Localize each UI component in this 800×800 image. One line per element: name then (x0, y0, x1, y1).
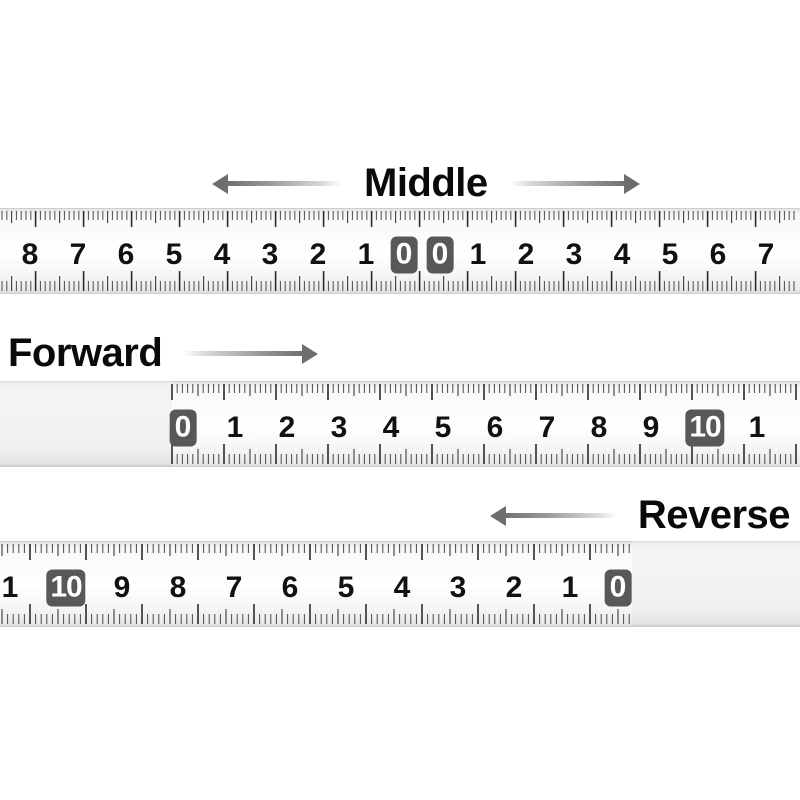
left-arrow-icon (490, 502, 616, 528)
tape-blank-reverse (632, 541, 800, 627)
ruler-number: 3 (330, 411, 348, 444)
ruler-number: 1 (226, 411, 244, 444)
ruler-number: 6 (117, 238, 135, 271)
reverse-label-row: Reverse (490, 492, 791, 538)
ruler-number: 2 (505, 571, 523, 604)
ruler-number: 6 (709, 238, 727, 271)
ruler-number: 9 (642, 411, 660, 444)
tape-blank-forward (0, 381, 172, 467)
ruler-number: 7 (757, 238, 775, 271)
ruler-number: 4 (213, 238, 231, 271)
ruler-number: 5 (661, 238, 679, 271)
middle-label: Middle (364, 161, 488, 205)
ruler-number: 1 (748, 411, 766, 444)
ruler-number: 1 (469, 238, 487, 271)
ruler-number: 2 (278, 411, 296, 444)
ruler-number: 1 (357, 238, 375, 271)
ruler-number: 9 (113, 571, 131, 604)
ruler-number: 3 (565, 238, 583, 271)
ruler-number: 8 (590, 411, 608, 444)
ruler-number-boxed: 10 (685, 409, 725, 447)
forward-label-row: Forward (8, 330, 318, 376)
ruler-number: 6 (281, 571, 299, 604)
ruler-number: 7 (225, 571, 243, 604)
ruler-number: 6 (486, 411, 504, 444)
forward-label: Forward (8, 331, 163, 375)
ruler-number: 3 (261, 238, 279, 271)
middle-label-row: Middle (212, 160, 642, 206)
left-arrow-icon (212, 170, 342, 196)
ruler-number-boxed: 0 (604, 569, 632, 607)
ruler-number: 1 (561, 571, 579, 604)
ruler-number: 4 (613, 238, 631, 271)
tick-marks-reverse (0, 541, 800, 627)
ruler-number-boxed: 10 (46, 569, 86, 607)
ruler-number: 3 (449, 571, 467, 604)
right-arrow-icon (509, 170, 640, 196)
tick-marks-forward (0, 381, 800, 467)
tick-marks-middle (0, 208, 800, 294)
reverse-label: Reverse (637, 493, 791, 537)
right-arrow-icon (184, 340, 318, 366)
ruler-number: 4 (393, 571, 411, 604)
ruler-number: 7 (69, 238, 87, 271)
ruler-number-boxed: 0 (169, 409, 197, 447)
ruler-number-boxed: 0 (426, 236, 454, 274)
ruler-number: 8 (21, 238, 39, 271)
ruler-number: 4 (382, 411, 400, 444)
ruler-number: 2 (309, 238, 327, 271)
ruler-number-boxed: 0 (390, 236, 418, 274)
ruler-number: 1 (1, 571, 19, 604)
ruler-number: 5 (434, 411, 452, 444)
ruler-number: 8 (169, 571, 187, 604)
ruler-number: 5 (337, 571, 355, 604)
ruler-number: 5 (165, 238, 183, 271)
ruler-number: 2 (517, 238, 535, 271)
ruler-number: 7 (538, 411, 556, 444)
